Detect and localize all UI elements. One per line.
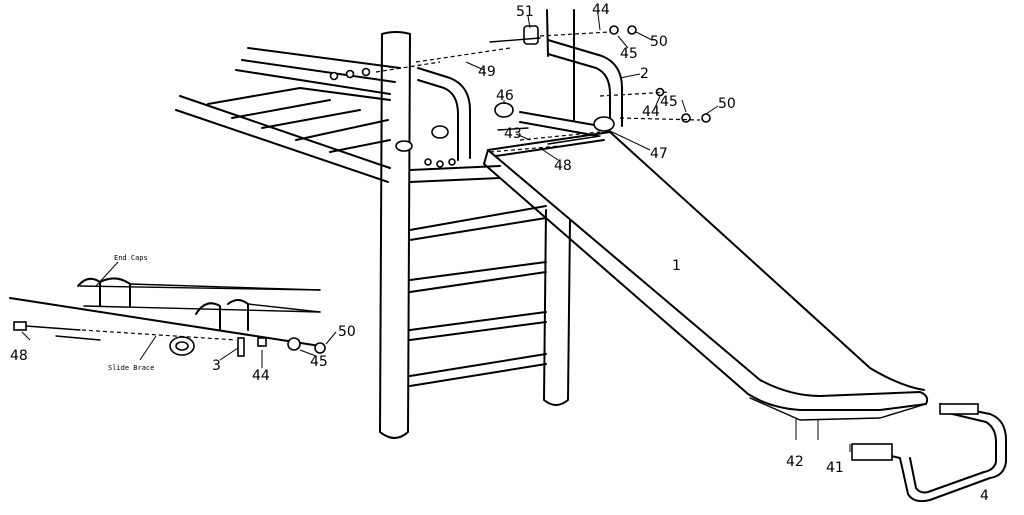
callout-42: 42 <box>786 454 804 470</box>
callout-3: 3 <box>212 358 221 374</box>
ladder-posts <box>379 9 575 439</box>
bolt-head-47 <box>593 116 615 132</box>
nut-50-right <box>701 113 711 123</box>
callout-51: 51 <box>516 4 534 20</box>
bracket-51 <box>523 25 539 45</box>
washer-45-right <box>681 113 691 123</box>
bolt-paths <box>375 31 701 153</box>
bolt-48-head <box>13 321 27 331</box>
washer-45-top <box>609 25 619 35</box>
nut-left-2 <box>345 69 355 79</box>
inset-detail <box>9 261 337 368</box>
callout-45-inset: 45 <box>310 354 328 370</box>
callout-47: 47 <box>650 146 668 162</box>
end-cap-right <box>939 403 979 415</box>
nut-cluster-3 <box>448 158 456 166</box>
callout-1: 1 <box>672 258 681 274</box>
platform-frame <box>175 47 401 183</box>
callout-2: 2 <box>640 66 649 82</box>
callout-44-mid: 44 <box>642 104 660 120</box>
nut-left-3 <box>361 67 371 77</box>
washer-44 <box>257 337 267 347</box>
handrails <box>417 39 623 161</box>
callout-4: 4 <box>980 488 989 504</box>
callout-49: 49 <box>478 64 496 80</box>
leg-markers <box>795 418 851 452</box>
callout-44-inset: 44 <box>252 368 270 384</box>
note-end-caps: End Caps <box>114 254 148 262</box>
end-cap-41 <box>851 443 893 461</box>
nut-cluster-1 <box>424 158 432 166</box>
callout-45-top: 45 <box>620 46 638 62</box>
end-cap-46 <box>494 102 514 118</box>
callout-41: 41 <box>826 460 844 476</box>
inset-notes: End Caps Slide Brace <box>108 254 154 372</box>
washer-left <box>431 125 449 139</box>
nut-cluster-2 <box>436 160 444 168</box>
callout-46: 46 <box>496 88 514 104</box>
nut-50 <box>314 342 326 354</box>
nut-left-1 <box>329 71 339 81</box>
callout-50-right: 50 <box>718 96 736 112</box>
callout-44-top: 44 <box>592 2 610 18</box>
note-slide-brace: Slide Brace <box>108 364 154 372</box>
leader-lines <box>465 13 719 161</box>
spacer-3 <box>237 337 245 357</box>
slide-brace-hole <box>175 341 189 351</box>
callout-48-inset: 48 <box>10 348 28 364</box>
lock-washer-45 <box>287 337 301 351</box>
callout-43: 43 <box>504 126 522 142</box>
slide-bed <box>483 111 929 421</box>
exit-bracket <box>851 403 1007 503</box>
callout-45-mid: 45 <box>660 94 678 110</box>
callout-50-top: 50 <box>650 34 668 50</box>
callout-50-inset: 50 <box>338 324 356 340</box>
nut-50-top <box>627 25 637 35</box>
ladder-rungs <box>409 165 547 387</box>
callouts: 51 44 45 50 49 2 46 44 45 50 43 48 47 1 … <box>10 2 989 504</box>
bracket-left <box>395 140 413 152</box>
callout-48-top: 48 <box>554 158 572 174</box>
